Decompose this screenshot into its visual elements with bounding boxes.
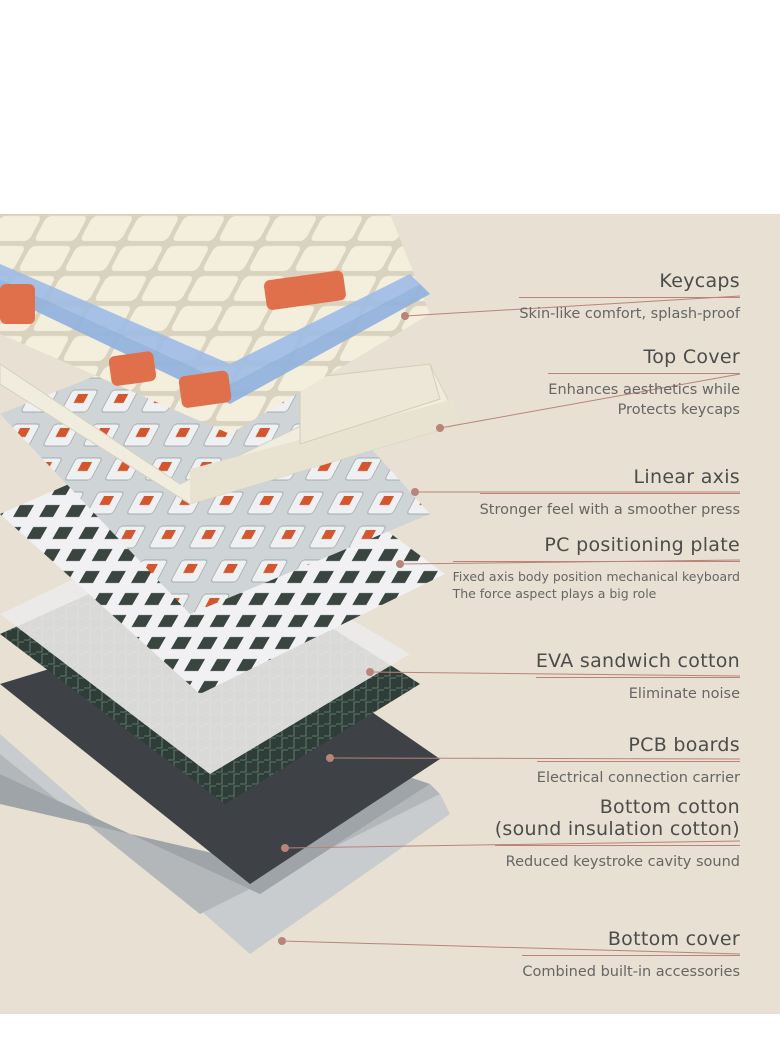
label-pc-plate: PC positioning plate Fixed axis body pos…: [452, 534, 740, 602]
label-keycaps: Keycaps Skin-like comfort, splash-proof: [519, 270, 740, 324]
layer-desc: Enhances aesthetics while Protects keyca…: [548, 380, 740, 420]
label-pcb: PCB boards Electrical connection carrier: [536, 734, 740, 788]
layer-title: Keycaps: [659, 270, 740, 292]
layer-desc-line: The force aspect plays a big role: [452, 586, 657, 601]
callout-lines: [281, 295, 741, 955]
exploded-view-panel: Keycaps Skin-like comfort, splash-proof …: [0, 214, 780, 1014]
layer-desc: Combined built-in accessories: [522, 964, 740, 980]
divider: [548, 373, 740, 374]
top-cover-layer: [0, 363, 461, 505]
label-bottom-cotton: Bottom cotton (sound insulation cotton) …: [494, 796, 740, 872]
layer-title: EVA sandwich cotton: [535, 650, 740, 672]
label-bottom-cover: Bottom cover Combined built-in accessori…: [522, 928, 740, 982]
callout-dots: [278, 312, 444, 945]
layer-title-line: Bottom cotton: [599, 796, 740, 818]
divider: [536, 761, 740, 762]
layer-title: Bottom cotton (sound insulation cotton): [495, 796, 740, 840]
divider: [519, 297, 740, 298]
keycaps-layer: [0, 214, 430, 434]
layer-desc: Eliminate noise: [628, 686, 740, 702]
layer-title: PCB boards: [628, 734, 740, 756]
layer-desc: Stronger feel with a smoother press: [479, 502, 740, 518]
keyboard-exploded-illustration: [0, 214, 741, 955]
layer-desc-line: Protects keycaps: [617, 402, 740, 418]
layer-desc: Electrical connection carrier: [536, 770, 740, 786]
layer-desc: Reduced keystroke cavity sound: [505, 854, 740, 870]
layer-title-line: (sound insulation cotton): [494, 818, 740, 840]
divider: [535, 677, 740, 678]
layer-title: Top Cover: [643, 346, 740, 368]
layer-desc: Skin-like comfort, splash-proof: [519, 306, 740, 322]
divider: [522, 955, 740, 956]
layer-title: PC positioning plate: [544, 534, 740, 556]
label-eva-cotton: EVA sandwich cotton Eliminate noise: [535, 650, 740, 704]
layer-title: Bottom cover: [607, 928, 740, 950]
divider: [494, 845, 740, 846]
label-top-cover: Top Cover Enhances aesthetics while Prot…: [548, 346, 740, 420]
divider: [479, 493, 740, 494]
layer-desc: Fixed axis body position mechanical keyb…: [453, 568, 740, 602]
divider: [452, 561, 740, 562]
label-linear-axis: Linear axis Stronger feel with a smoothe…: [479, 466, 740, 520]
layer-desc-line: Enhances aesthetics while: [548, 382, 740, 398]
layer-desc-line: Fixed axis body position mechanical keyb…: [452, 569, 740, 584]
layer-title: Linear axis: [633, 466, 740, 488]
